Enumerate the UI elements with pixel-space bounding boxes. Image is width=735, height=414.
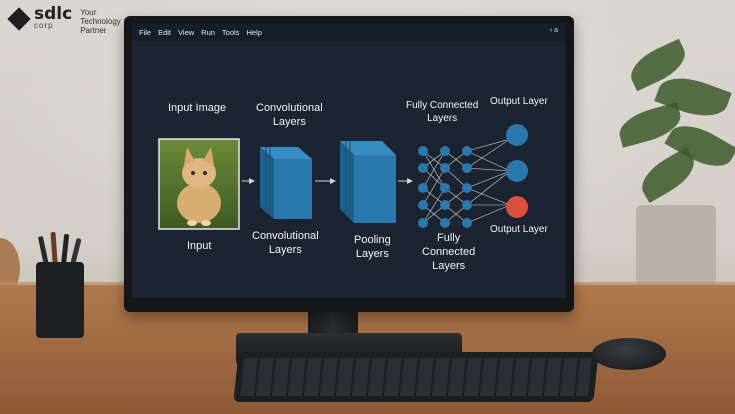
menu-tools[interactable]: Tools [221, 27, 240, 37]
window-controls[interactable]: ‹ a [549, 27, 558, 34]
mouse [592, 338, 666, 370]
label-pool-bottom: Pooling Layers [354, 234, 391, 260]
label-conv-bottom: Convolutional Layers [252, 230, 319, 256]
label-input-image: Input Image [168, 102, 227, 114]
menu-file[interactable]: File [139, 27, 152, 37]
menu-edit[interactable]: Edit [158, 27, 172, 37]
label-input-bottom: Input [187, 240, 212, 252]
label-fc-top: Fully Connected Layers [406, 100, 479, 124]
output-nodes [506, 124, 528, 218]
pencil-cup [36, 262, 84, 338]
monitor: File Edit View Run Tools Help ‹ a [124, 16, 574, 312]
input-image [158, 138, 240, 230]
menu-run[interactable]: Run [201, 27, 215, 37]
label-conv-top: Convolutional Layers [256, 102, 323, 128]
output-node-active [506, 196, 528, 218]
fc-nodes [418, 146, 472, 228]
keyboard [233, 352, 599, 402]
menu-view[interactable]: View [178, 27, 195, 37]
brand-logo: sdlc corp Your Technology Partner [7, 4, 121, 35]
brand-sub: corp [34, 21, 54, 30]
tagline-line-2: Technology [80, 17, 121, 26]
label-fc-bottom: Fully Connected Layers [422, 232, 476, 272]
tagline-line-3: Partner [80, 26, 107, 35]
cube-icon [7, 7, 31, 31]
label-output-bottom: Output Layer [490, 224, 548, 235]
pool-block [340, 141, 396, 223]
menu-help[interactable]: Help [246, 27, 262, 37]
conv-block [260, 147, 312, 219]
tagline-line-1: Your [80, 8, 97, 17]
brand-tagline: Your Technology Partner [80, 8, 120, 35]
cnn-diagram [158, 124, 528, 230]
label-output-top: Output Layer [490, 96, 548, 107]
plant-pot [636, 205, 716, 287]
screen: File Edit View Run Tools Help ‹ a [132, 23, 566, 298]
plant [598, 20, 735, 220]
brand-name: sdlc [34, 4, 73, 24]
menu-bar: File Edit View Run Tools Help ‹ a [132, 23, 566, 41]
